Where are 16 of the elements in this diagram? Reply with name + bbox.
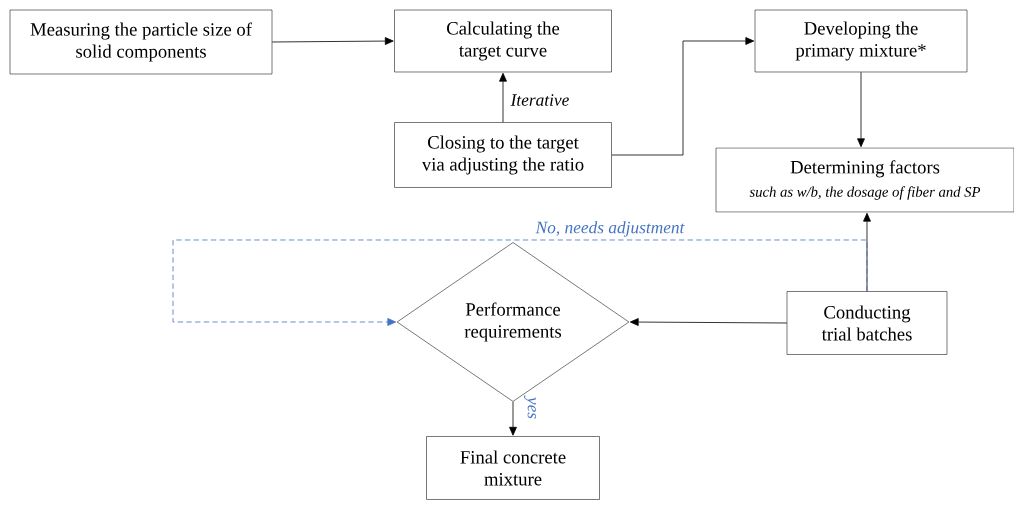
edge-label: Iterative [509, 92, 571, 108]
arrow [611, 37, 755, 156]
arrow [857, 71, 865, 148]
arrow [629, 318, 788, 326]
process-box: Conducting trial batches [786, 291, 948, 355]
arrow [172, 239, 868, 326]
arrow [499, 72, 507, 123]
process-box: Developing the primary mixture* [754, 9, 968, 73]
process-box: Determining factors such as w/b, the dosage of fiber and SP [715, 147, 1014, 213]
arrow [271, 37, 394, 45]
process-box: Calculating the target curve [394, 9, 612, 73]
process-box: Measuring the particle size of solid components [9, 9, 273, 75]
process-box: Closing to the target via adjusting the ratio [394, 122, 612, 188]
process-box: Final concrete mixture [426, 436, 600, 500]
arrow [509, 401, 517, 436]
edge-label: No, needs adjustment [534, 219, 686, 239]
